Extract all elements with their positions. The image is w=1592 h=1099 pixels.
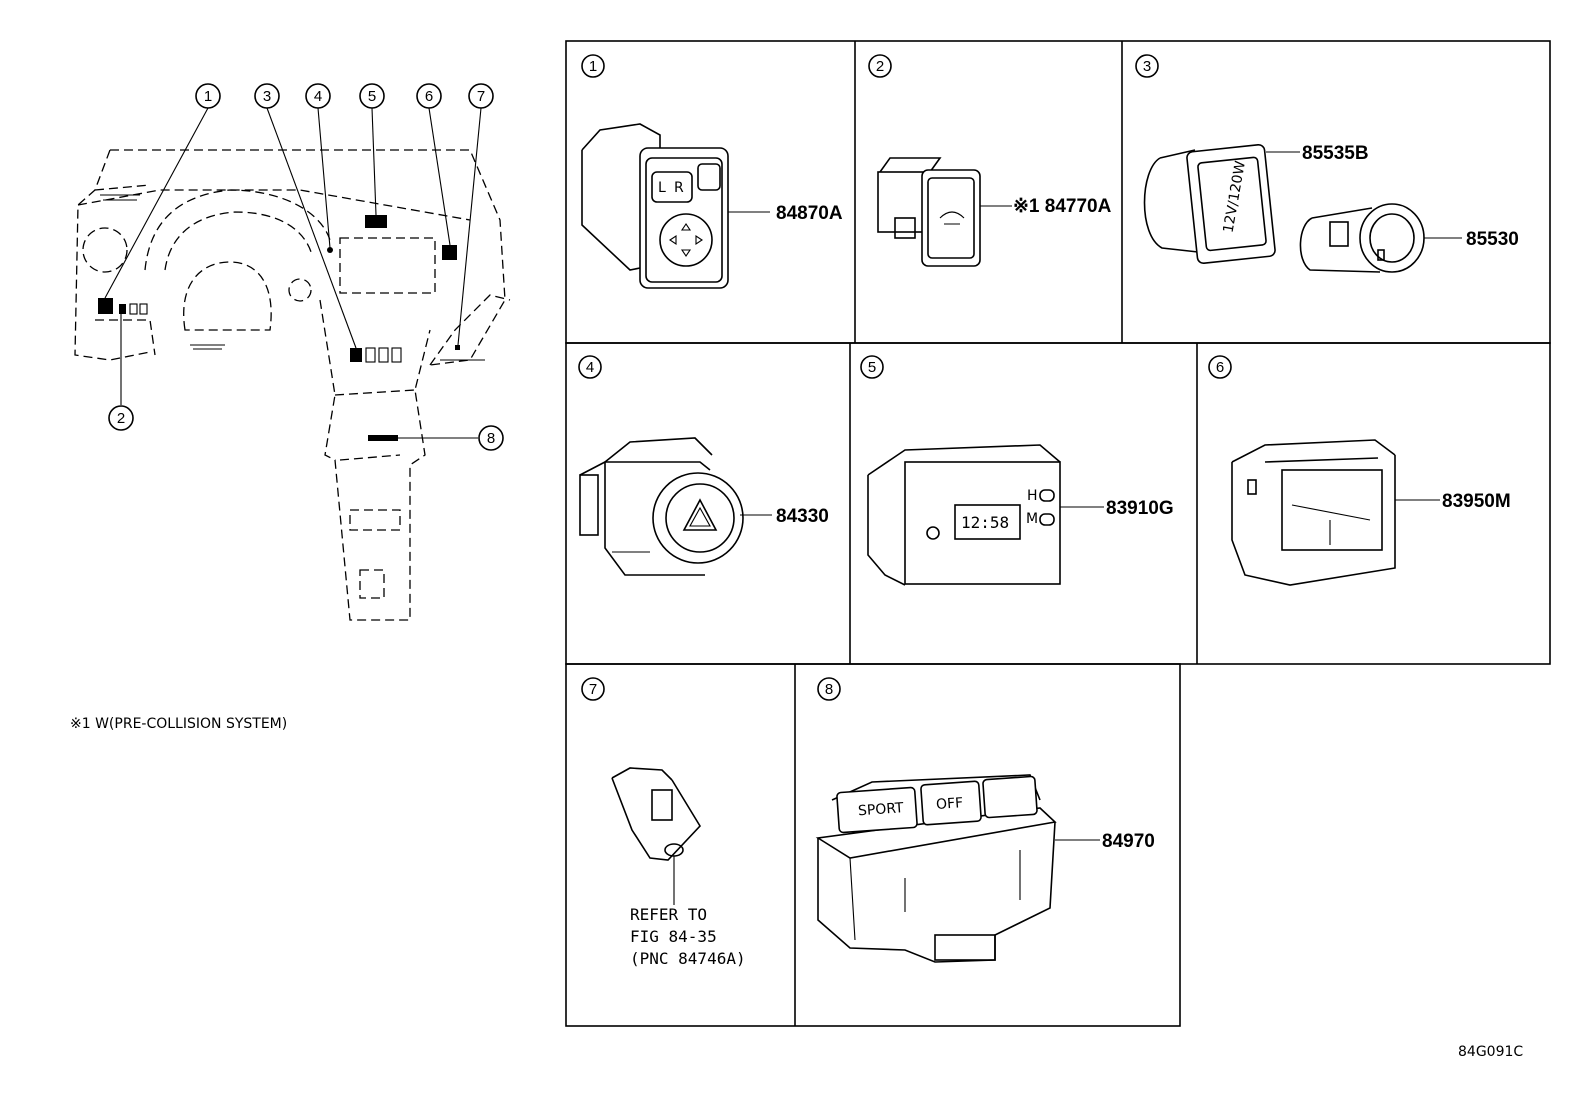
- svg-text:2: 2: [117, 410, 125, 427]
- callout-1: 1: [195, 83, 221, 109]
- panel-6: 6 83950M: [1208, 355, 1511, 586]
- panel-3: 3 12V/120W 85535B 85530: [1135, 54, 1519, 273]
- hazard-switch-drawing: [579, 437, 772, 576]
- svg-text:H: H: [1027, 488, 1038, 504]
- callout-2: 2: [108, 405, 134, 431]
- svg-text:4: 4: [314, 88, 322, 105]
- callout-4: 4: [305, 83, 331, 109]
- panel-4: 4 84330: [578, 355, 829, 576]
- panel-8: 8 SPORT OFF 84970: [815, 677, 1155, 963]
- svg-text:7: 7: [589, 681, 597, 698]
- socket-drawing: [1299, 203, 1462, 273]
- svg-text:6: 6: [425, 88, 433, 105]
- small-switch-drawing: [611, 767, 702, 905]
- svg-text:8: 8: [487, 430, 495, 447]
- refer-line-3: (PNC 84746A): [630, 949, 746, 968]
- mirror-switch-drawing: L R: [581, 123, 770, 289]
- figure-code: 84G091C: [1458, 1044, 1523, 1060]
- svg-text:4: 4: [586, 359, 594, 376]
- part-label-84330: 84330: [776, 506, 829, 527]
- svg-text:SPORT: SPORT: [857, 800, 904, 819]
- callout-5: 5: [359, 83, 385, 109]
- part-label-84770A: ※1 84770A: [1013, 196, 1112, 217]
- panel-2: 2 ※1 84770A: [868, 54, 1112, 267]
- refer-line-1: REFER TO: [630, 905, 707, 924]
- svg-text:7: 7: [477, 88, 485, 105]
- part-label-84870A: 84870A: [776, 203, 843, 224]
- svg-text:5: 5: [368, 88, 376, 105]
- callout-7: 7: [468, 83, 494, 109]
- clock-drawing: 12:58 H M: [867, 444, 1104, 586]
- part-label-83910G: 83910G: [1106, 498, 1174, 519]
- svg-text:6: 6: [1216, 359, 1224, 376]
- svg-text:1: 1: [589, 58, 597, 75]
- panel-5: 5 12:58 H M 83910G: [860, 355, 1174, 586]
- svg-text:L: L: [658, 180, 666, 196]
- callout-8: 8: [478, 425, 504, 451]
- pcs-switch-drawing: [877, 157, 1012, 267]
- part-label-83950M: 83950M: [1442, 491, 1511, 512]
- svg-text:R: R: [674, 180, 684, 196]
- svg-text:2: 2: [876, 58, 884, 75]
- svg-text:3: 3: [263, 88, 271, 105]
- bezel-drawing: [1231, 439, 1440, 586]
- svg-text:M: M: [1026, 511, 1038, 527]
- dashboard-overview: 1 2 3 4 5 6 7 8: [74, 83, 511, 621]
- power-outlet-drawing: 12V/120W: [1143, 144, 1300, 264]
- svg-text:3: 3: [1143, 58, 1151, 75]
- svg-text:12:58: 12:58: [961, 513, 1009, 532]
- panel-grid: [565, 40, 1551, 1027]
- svg-text:8: 8: [825, 681, 833, 698]
- svg-text:1: 1: [204, 88, 212, 105]
- part-label-85535B: 85535B: [1302, 143, 1369, 164]
- part-label-84970: 84970: [1102, 831, 1155, 852]
- refer-line-2: FIG 84-35: [630, 927, 717, 946]
- callout-3: 3: [254, 83, 280, 109]
- part-label-85530: 85530: [1466, 229, 1519, 250]
- panel-7: 7 REFER TO FIG 84-35 (PNC 84746A): [581, 677, 746, 968]
- callout-6: 6: [416, 83, 442, 109]
- mode-switch-drawing: SPORT OFF: [815, 774, 1100, 963]
- svg-text:5: 5: [868, 359, 876, 376]
- panel-1: 1 L R 84870A: [581, 54, 843, 289]
- svg-text:OFF: OFF: [936, 795, 964, 813]
- footnote: ※1 W(PRE-COLLISION SYSTEM): [70, 716, 287, 732]
